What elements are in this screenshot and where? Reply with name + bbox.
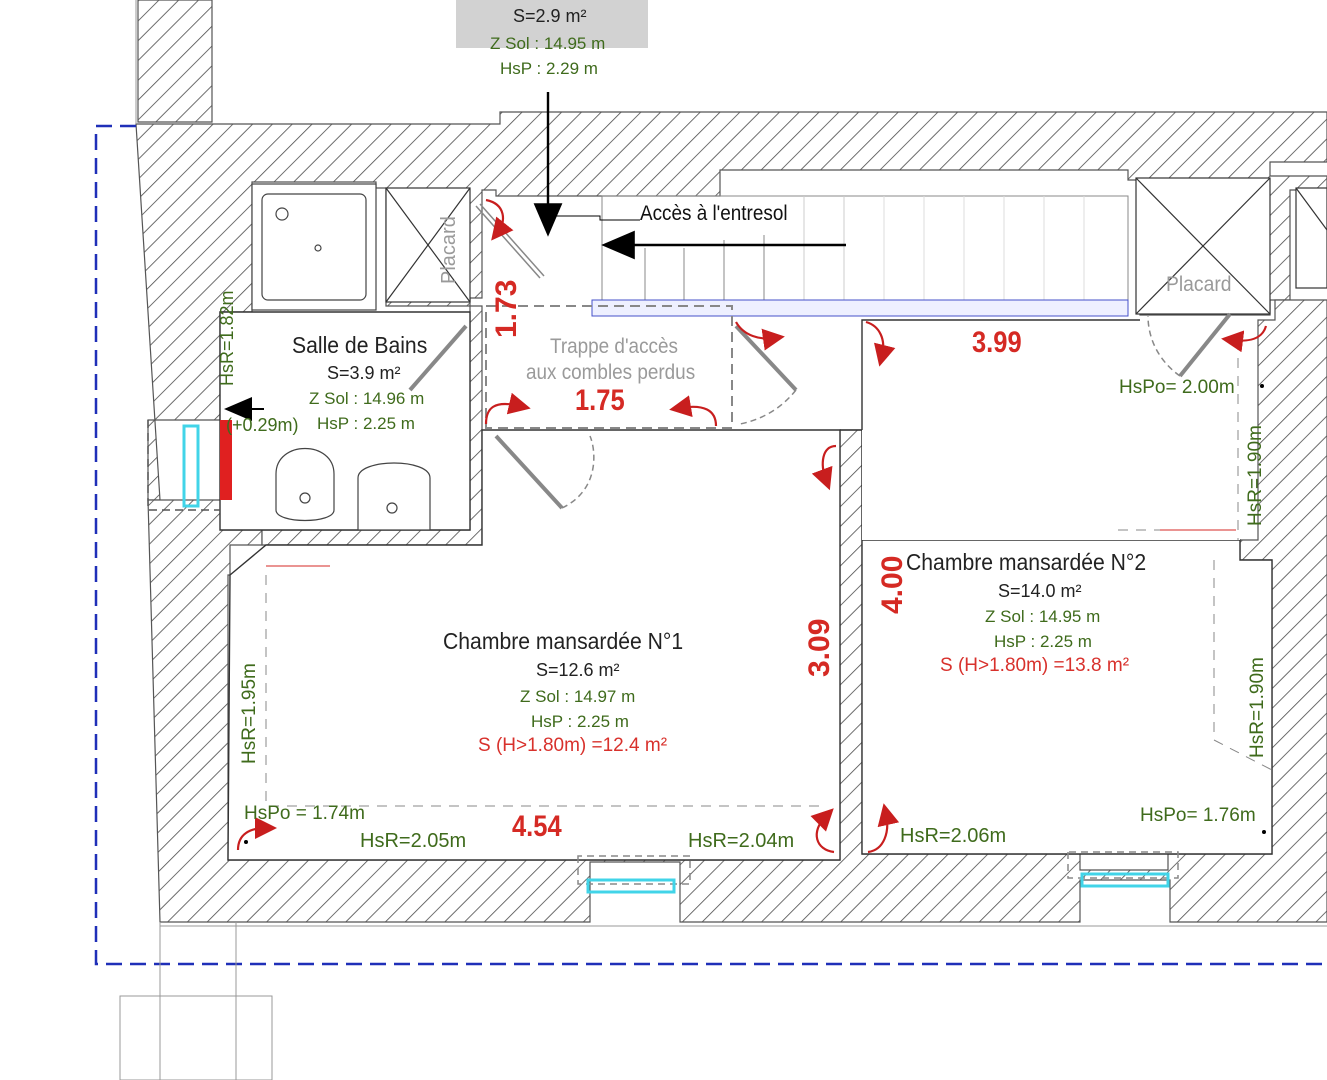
- chambre2-hsp: HsP : 2.25 m: [994, 632, 1092, 651]
- top-zsol: Z Sol : 14.95 m: [490, 34, 606, 53]
- chambre1-hsr-bottom-left: HsR=2.05m: [360, 830, 467, 852]
- chambre1-hsr-bottom-right: HsR=2.04m: [688, 830, 795, 852]
- chambre2-area: S=14.0 m²: [998, 581, 1082, 601]
- trappe-line1: Trappe d'accès: [550, 335, 678, 358]
- dim-175: 1.75: [575, 384, 625, 417]
- dim-309: 3.09: [803, 618, 836, 677]
- stair: [591, 195, 1129, 317]
- lot-boundary: [94, 124, 1327, 966]
- radiator: [220, 420, 232, 500]
- shower: [251, 183, 377, 311]
- bath-zsol: Z Sol : 14.96 m: [309, 389, 425, 408]
- trappe-line2: aux combles perdus: [526, 361, 696, 384]
- chambre1-name: Chambre mansardée N°1: [443, 628, 684, 654]
- placard-right: [1135, 177, 1271, 315]
- bath-hsr: HsR=1.82m: [217, 290, 237, 386]
- chambre2-hspo-bottom: HsPo= 1.76m: [1140, 805, 1256, 826]
- doors: [408, 203, 1232, 510]
- chambre2-hspo-top: HsPo= 2.00m: [1119, 377, 1235, 398]
- chambre2-hsr-bottom: HsR=2.06m: [900, 825, 1007, 847]
- bath-hsp: HsP : 2.25 m: [317, 414, 415, 433]
- chambre1-hspo: HsPo = 1.74m: [244, 803, 365, 824]
- chambre2-name: Chambre mansardée N°2: [906, 549, 1147, 575]
- placard-right-label: Placard: [1166, 273, 1232, 296]
- chambre2-hsr-right-top: HsR=1.90m: [1245, 425, 1266, 526]
- windows: [577, 851, 1179, 885]
- chambre2-surface-h: S (H>1.80m) =13.8 m²: [940, 655, 1130, 676]
- dim-173: 1.73: [490, 279, 523, 338]
- chambre1-hsp: HsP : 2.25 m: [531, 712, 629, 731]
- access-label: Accès à l'entresol: [640, 202, 788, 225]
- bath-name: Salle de Bains: [292, 332, 428, 358]
- chambre1-surface-h: S (H>1.80m) =12.4 m²: [478, 735, 668, 756]
- chambre1-area: S=12.6 m²: [536, 660, 620, 680]
- dim-454: 4.54: [512, 810, 562, 843]
- chambre1-zsol: Z Sol : 14.97 m: [520, 687, 636, 706]
- dim-399: 3.99: [972, 326, 1022, 359]
- top-label-box: [456, 0, 648, 48]
- sanitary: [275, 447, 431, 531]
- placard-left-label: Placard: [438, 216, 460, 284]
- trappe-outline: [485, 305, 733, 429]
- placard-left: [385, 187, 471, 303]
- chambre1-hsr-left: HsR=1.95m: [239, 663, 260, 764]
- top-hsp: HsP : 2.29 m: [500, 59, 598, 78]
- chambre2-zsol: Z Sol : 14.95 m: [985, 607, 1101, 626]
- bath-area: S=3.9 m²: [327, 363, 401, 383]
- dim-400: 4.00: [876, 555, 909, 614]
- top-area: S=2.9 m²: [513, 6, 587, 26]
- chambre2-hsr-right: HsR=1.90m: [1247, 657, 1268, 758]
- bath-hsr-offset: (+0.29m): [226, 415, 299, 435]
